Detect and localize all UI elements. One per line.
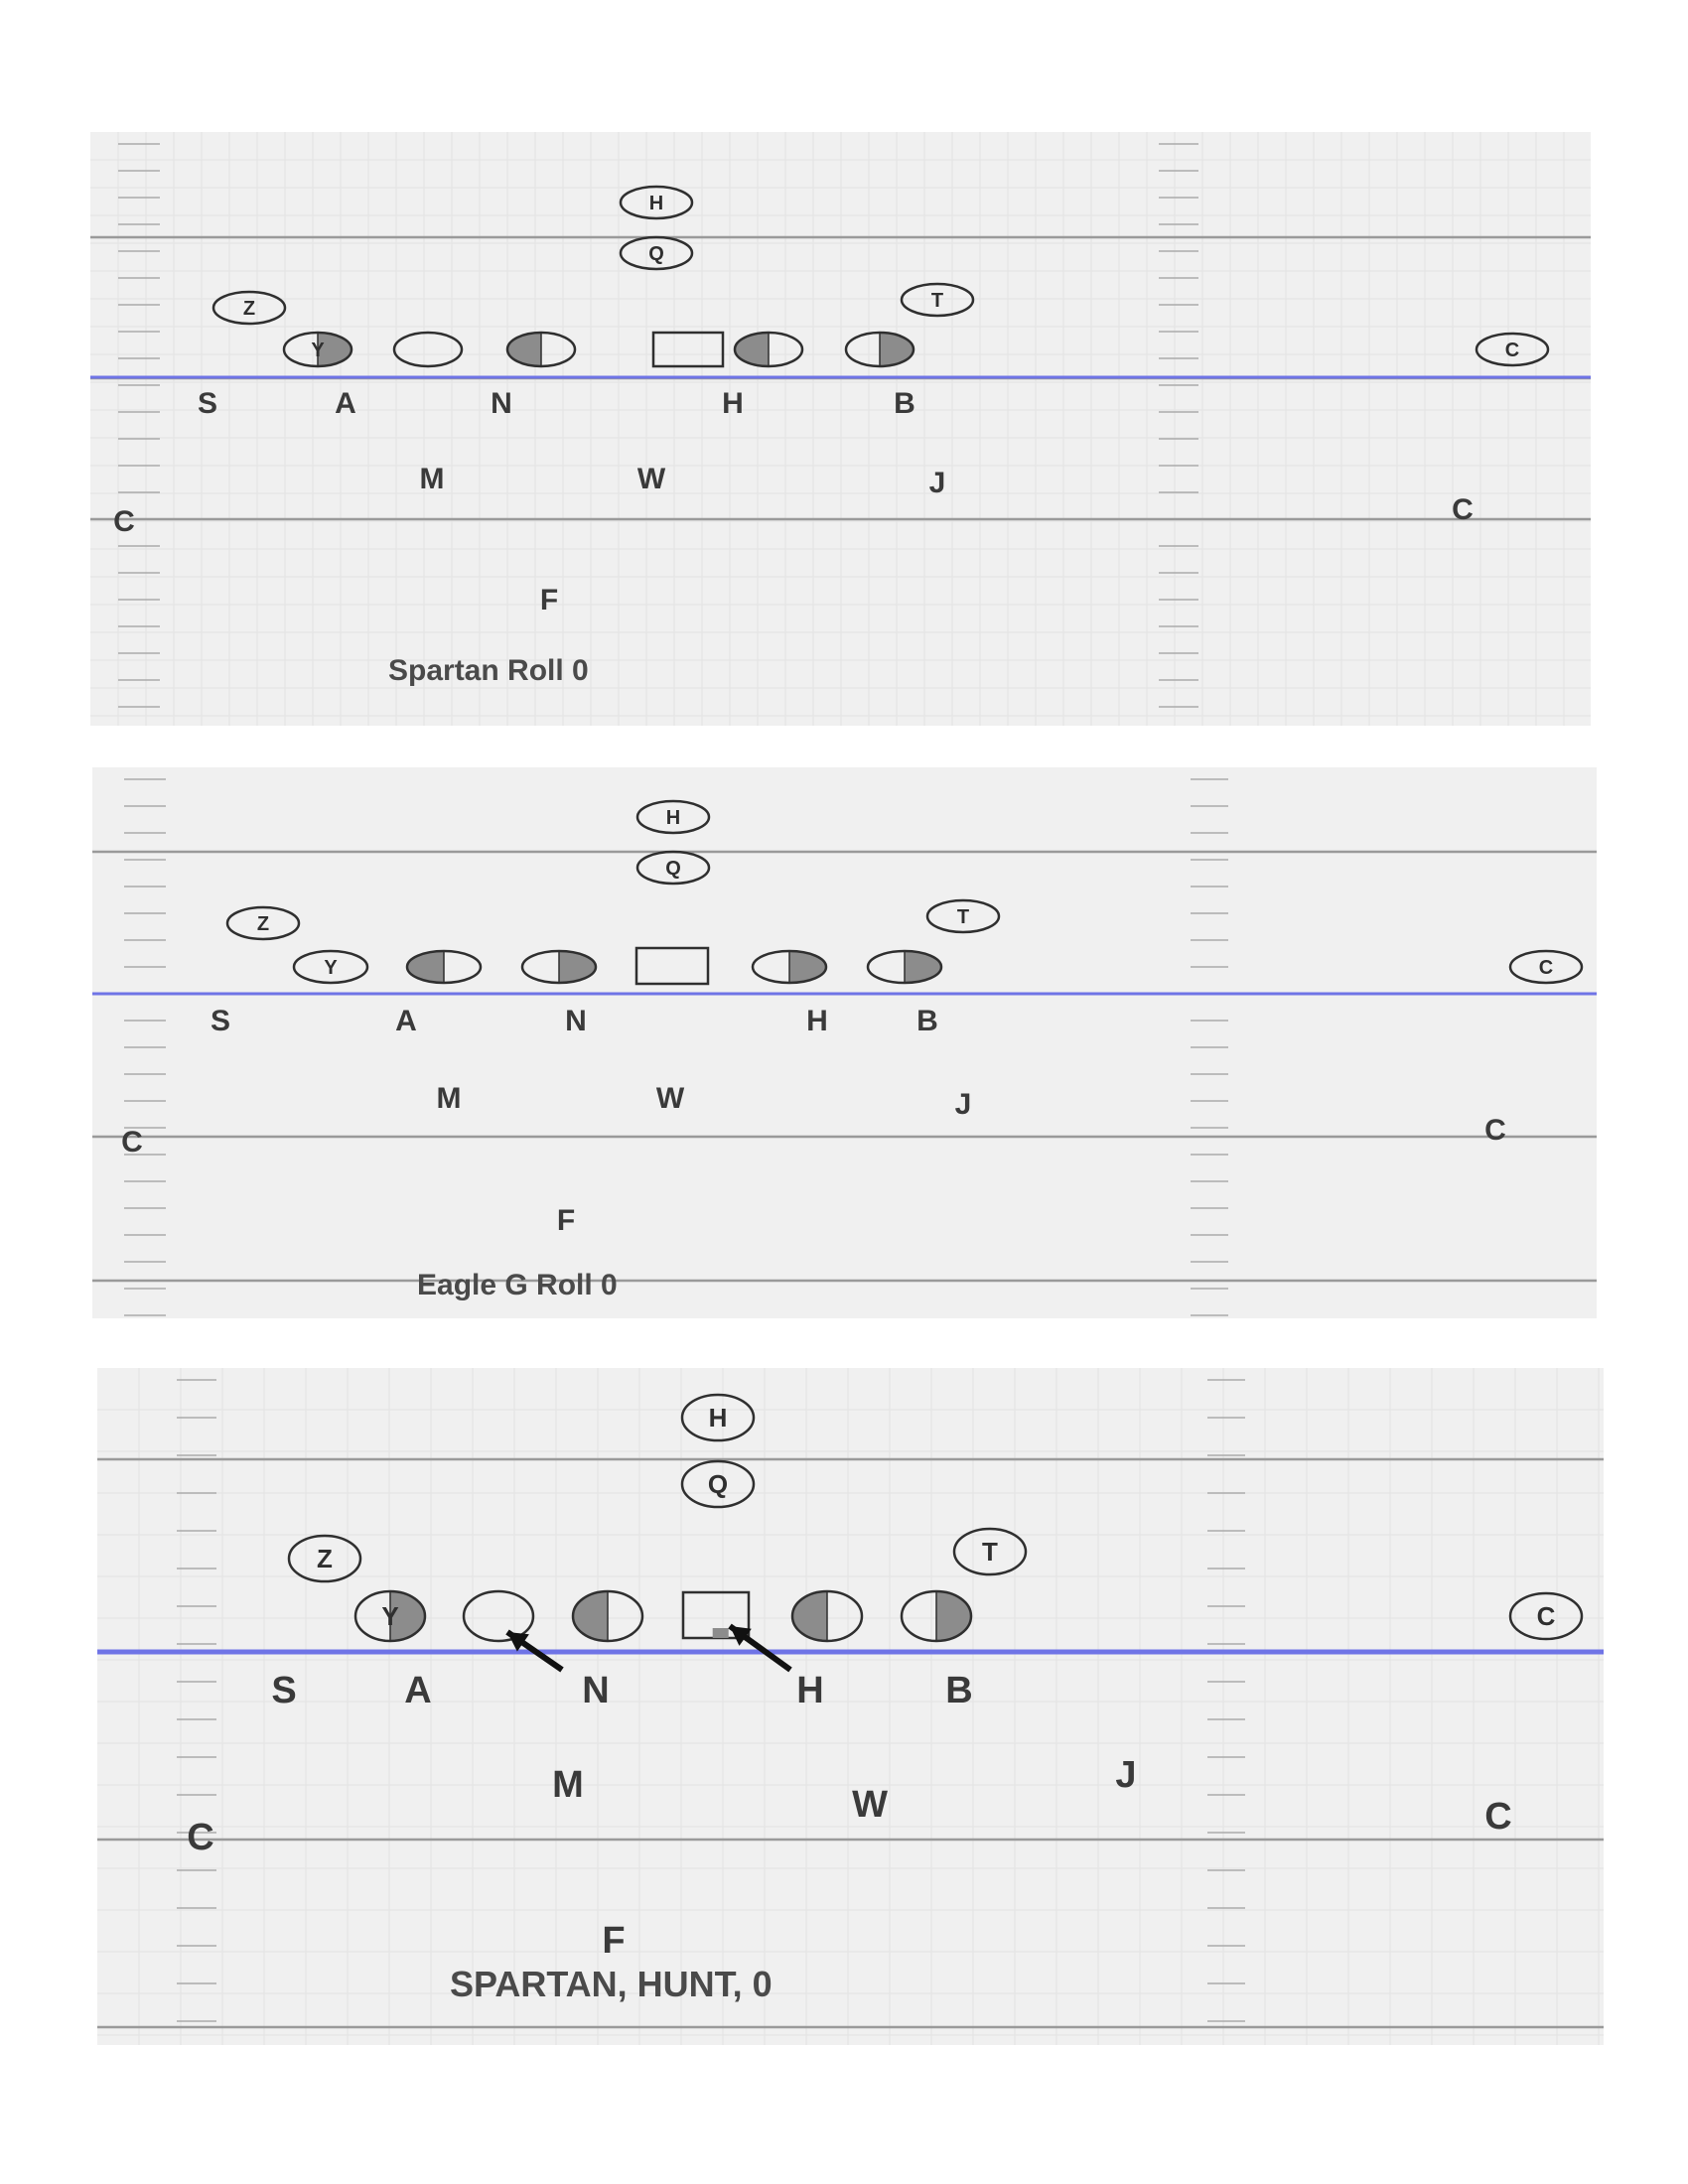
lineman-circle: Y bbox=[282, 331, 353, 368]
svg-text:T: T bbox=[957, 906, 969, 928]
lineman-circle: Y bbox=[353, 1589, 427, 1643]
lineman-circle bbox=[790, 1589, 864, 1643]
offense-player-c: C bbox=[1508, 949, 1584, 985]
defender-a: A bbox=[335, 387, 356, 420]
diagram-panel-1: H Q Z T C Y S A N H B M W J C C F Spartan Roll 0 bbox=[90, 132, 1591, 726]
center-square bbox=[634, 946, 710, 986]
svg-text:H: H bbox=[649, 193, 663, 214]
offense-player-h: H bbox=[635, 799, 711, 835]
blitz-arrow bbox=[505, 1629, 564, 1673]
defender-b: B bbox=[894, 387, 915, 420]
lineman-circle bbox=[520, 949, 598, 985]
svg-text:T: T bbox=[931, 290, 943, 312]
defender-w: W bbox=[637, 463, 666, 495]
diagram-caption: Spartan Roll 0 bbox=[388, 654, 589, 687]
lineman-circle bbox=[866, 949, 943, 985]
svg-text:C: C bbox=[1505, 340, 1519, 361]
defender-j: J bbox=[929, 467, 946, 499]
svg-text:Z: Z bbox=[257, 913, 269, 935]
svg-text:Y: Y bbox=[324, 957, 338, 979]
svg-text:H: H bbox=[666, 807, 680, 829]
defender-c: C bbox=[1484, 1114, 1506, 1147]
center-square bbox=[651, 331, 725, 368]
offense-player-h: H bbox=[619, 185, 694, 220]
svg-text:Y: Y bbox=[311, 340, 325, 361]
defender-f: F bbox=[557, 1204, 575, 1237]
defender-s: S bbox=[211, 1005, 230, 1037]
svg-text:Z: Z bbox=[317, 1544, 333, 1573]
svg-text:C: C bbox=[1539, 957, 1553, 979]
defender-h: H bbox=[806, 1005, 828, 1037]
blitz-arrow bbox=[728, 1623, 792, 1673]
svg-text:H: H bbox=[709, 1403, 728, 1433]
svg-text:Q: Q bbox=[708, 1469, 728, 1499]
defender-c: C bbox=[121, 1126, 143, 1159]
defender-n: N bbox=[582, 1670, 609, 1711]
defender-s: S bbox=[198, 387, 217, 420]
defender-f: F bbox=[540, 584, 558, 616]
lineman-circle bbox=[405, 949, 483, 985]
offense-player-z: Z bbox=[225, 905, 301, 941]
svg-text:Q: Q bbox=[665, 858, 681, 880]
lineman-circle bbox=[505, 331, 577, 368]
offense-player-t: T bbox=[925, 898, 1001, 934]
svg-text:T: T bbox=[982, 1537, 998, 1567]
defender-c: C bbox=[1452, 493, 1474, 526]
defender-c: C bbox=[113, 505, 135, 538]
lineman-circle bbox=[751, 949, 828, 985]
svg-text:Z: Z bbox=[243, 298, 255, 320]
defender-f: F bbox=[602, 1920, 625, 1962]
svg-text:Q: Q bbox=[648, 243, 664, 265]
defender-n: N bbox=[565, 1005, 587, 1037]
defender-s: S bbox=[271, 1670, 296, 1711]
lineman-circle: Y bbox=[292, 949, 369, 985]
svg-text:C: C bbox=[1537, 1601, 1556, 1631]
svg-text:Y: Y bbox=[381, 1601, 398, 1631]
defender-h: H bbox=[796, 1670, 823, 1711]
diagram-caption: Eagle G Roll 0 bbox=[417, 1269, 618, 1301]
defender-c: C bbox=[1484, 1796, 1511, 1838]
defender-h: H bbox=[722, 387, 744, 420]
defender-b: B bbox=[916, 1005, 938, 1037]
lineman-circle bbox=[733, 331, 804, 368]
offense-player-z: Z bbox=[287, 1534, 362, 1583]
defender-w: W bbox=[852, 1784, 888, 1826]
lineman-circle bbox=[900, 1589, 973, 1643]
offense-player-q: Q bbox=[619, 235, 694, 271]
defender-b: B bbox=[945, 1670, 972, 1711]
diagram-panel-2: H Q Z T C Y S A N H B M W J C C F Eagle G Roll 0 bbox=[92, 767, 1597, 1318]
defender-n: N bbox=[491, 387, 512, 420]
offense-player-q: Q bbox=[635, 850, 711, 886]
defender-j: J bbox=[1115, 1754, 1136, 1796]
offense-player-h: H bbox=[680, 1393, 756, 1442]
offense-player-t: T bbox=[952, 1527, 1028, 1576]
defender-m: M bbox=[437, 1082, 462, 1115]
offense-player-c: C bbox=[1508, 1591, 1584, 1641]
lineman-circle bbox=[392, 331, 464, 368]
defender-c: C bbox=[187, 1817, 213, 1858]
diagram-caption: SPARTAN, HUNT, 0 bbox=[450, 1964, 773, 2004]
lineman-circle bbox=[462, 1589, 535, 1643]
offense-player-q: Q bbox=[680, 1459, 756, 1509]
center-square bbox=[681, 1590, 751, 1640]
defender-w: W bbox=[656, 1082, 685, 1115]
lineman-circle bbox=[571, 1589, 644, 1643]
defender-a: A bbox=[395, 1005, 417, 1037]
offense-player-c: C bbox=[1475, 332, 1550, 367]
lineman-circle bbox=[844, 331, 915, 368]
offense-player-z: Z bbox=[211, 290, 287, 326]
diagram-2-svg: H Q Z T C Y S A N H B M W J C C F Eagle G Roll 0 bbox=[92, 778, 1597, 1316]
diagram-1-svg: H Q Z T C Y S A N H B M W J C C F Spartan Roll 0 bbox=[90, 132, 1591, 726]
defender-j: J bbox=[955, 1088, 972, 1121]
defender-a: A bbox=[404, 1670, 431, 1711]
offense-player-t: T bbox=[900, 282, 975, 318]
defender-m: M bbox=[420, 463, 445, 495]
defender-m: M bbox=[552, 1764, 584, 1806]
